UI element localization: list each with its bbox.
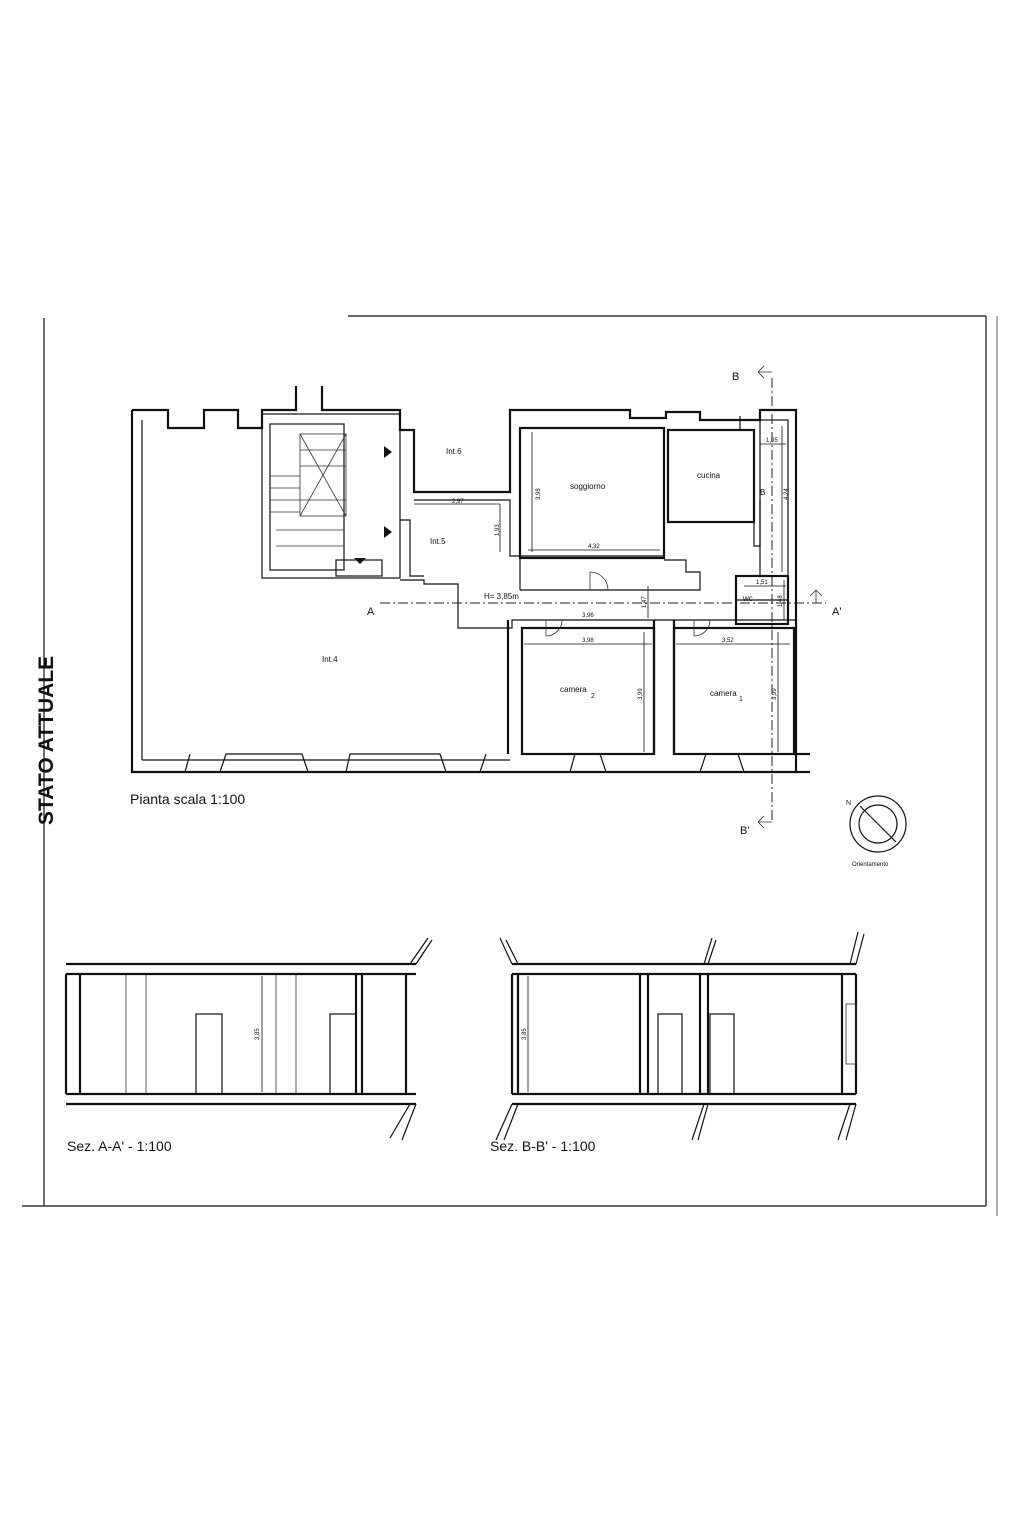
dimension-label: 3,98	[536, 488, 542, 500]
room-label-camera1: camera	[710, 689, 737, 698]
floor-plan	[130, 365, 826, 829]
section-aa-caption: Sez. A-A' - 1:100	[67, 1138, 172, 1154]
room-label-bagno: B	[760, 488, 765, 497]
dimension-label: 1,51	[756, 580, 768, 586]
height-label: H= 3,85m	[484, 592, 519, 601]
dimension-label: 1,47	[642, 596, 648, 608]
sheet-title: STATO ATTUALE	[35, 656, 58, 825]
north-label: N	[846, 800, 851, 807]
dimension-label: 3,99	[638, 688, 644, 700]
section-mark-a: A	[367, 606, 375, 618]
dimension-label: 3,96	[582, 613, 594, 619]
sheet-frame	[22, 315, 998, 1216]
dimension-label: 1,05	[766, 438, 778, 444]
section-bb	[495, 931, 865, 1141]
dimension-label: 1,48	[778, 595, 784, 607]
dimension-label: 2,97	[452, 499, 464, 505]
dimension-label: 1,93	[495, 524, 501, 536]
plan-outer-wall	[130, 386, 798, 774]
orientation-label: Orientamento	[852, 862, 889, 868]
room-label-camera2-index: 2	[591, 693, 595, 700]
section-bb-caption: Sez. B-B' - 1:100	[490, 1138, 596, 1154]
room-label-int6: Int.6	[446, 447, 462, 456]
section-aa	[64, 937, 433, 1141]
room-label-camera1-index: 1	[739, 696, 743, 703]
section-mark-b-prime: B'	[740, 825, 749, 837]
section-mark-b: B	[732, 371, 739, 383]
dimension-label: 3,99	[772, 688, 778, 700]
room-label-int4: Int.4	[322, 655, 338, 664]
dimension-label: 3,52	[722, 638, 734, 644]
room-label-int5: Int.5	[430, 537, 446, 546]
room-label-camera2: camera	[560, 685, 587, 694]
section-mark-a-prime: A'	[832, 606, 841, 618]
dimension-label: 4,24	[784, 488, 790, 500]
section-bb-height: 3,85	[522, 1028, 528, 1040]
room-label-cucina: cucina	[697, 471, 721, 480]
dimension-label: 4,32	[588, 544, 600, 550]
north-arrow-icon	[849, 795, 907, 853]
section-aa-height: 3,85	[255, 1028, 261, 1040]
room-label-wc: wc	[742, 594, 753, 603]
dimension-label: 3,98	[582, 638, 594, 644]
room-label-soggiorno: soggiorno	[570, 482, 606, 491]
plan-caption: Pianta scala 1:100	[130, 791, 245, 807]
